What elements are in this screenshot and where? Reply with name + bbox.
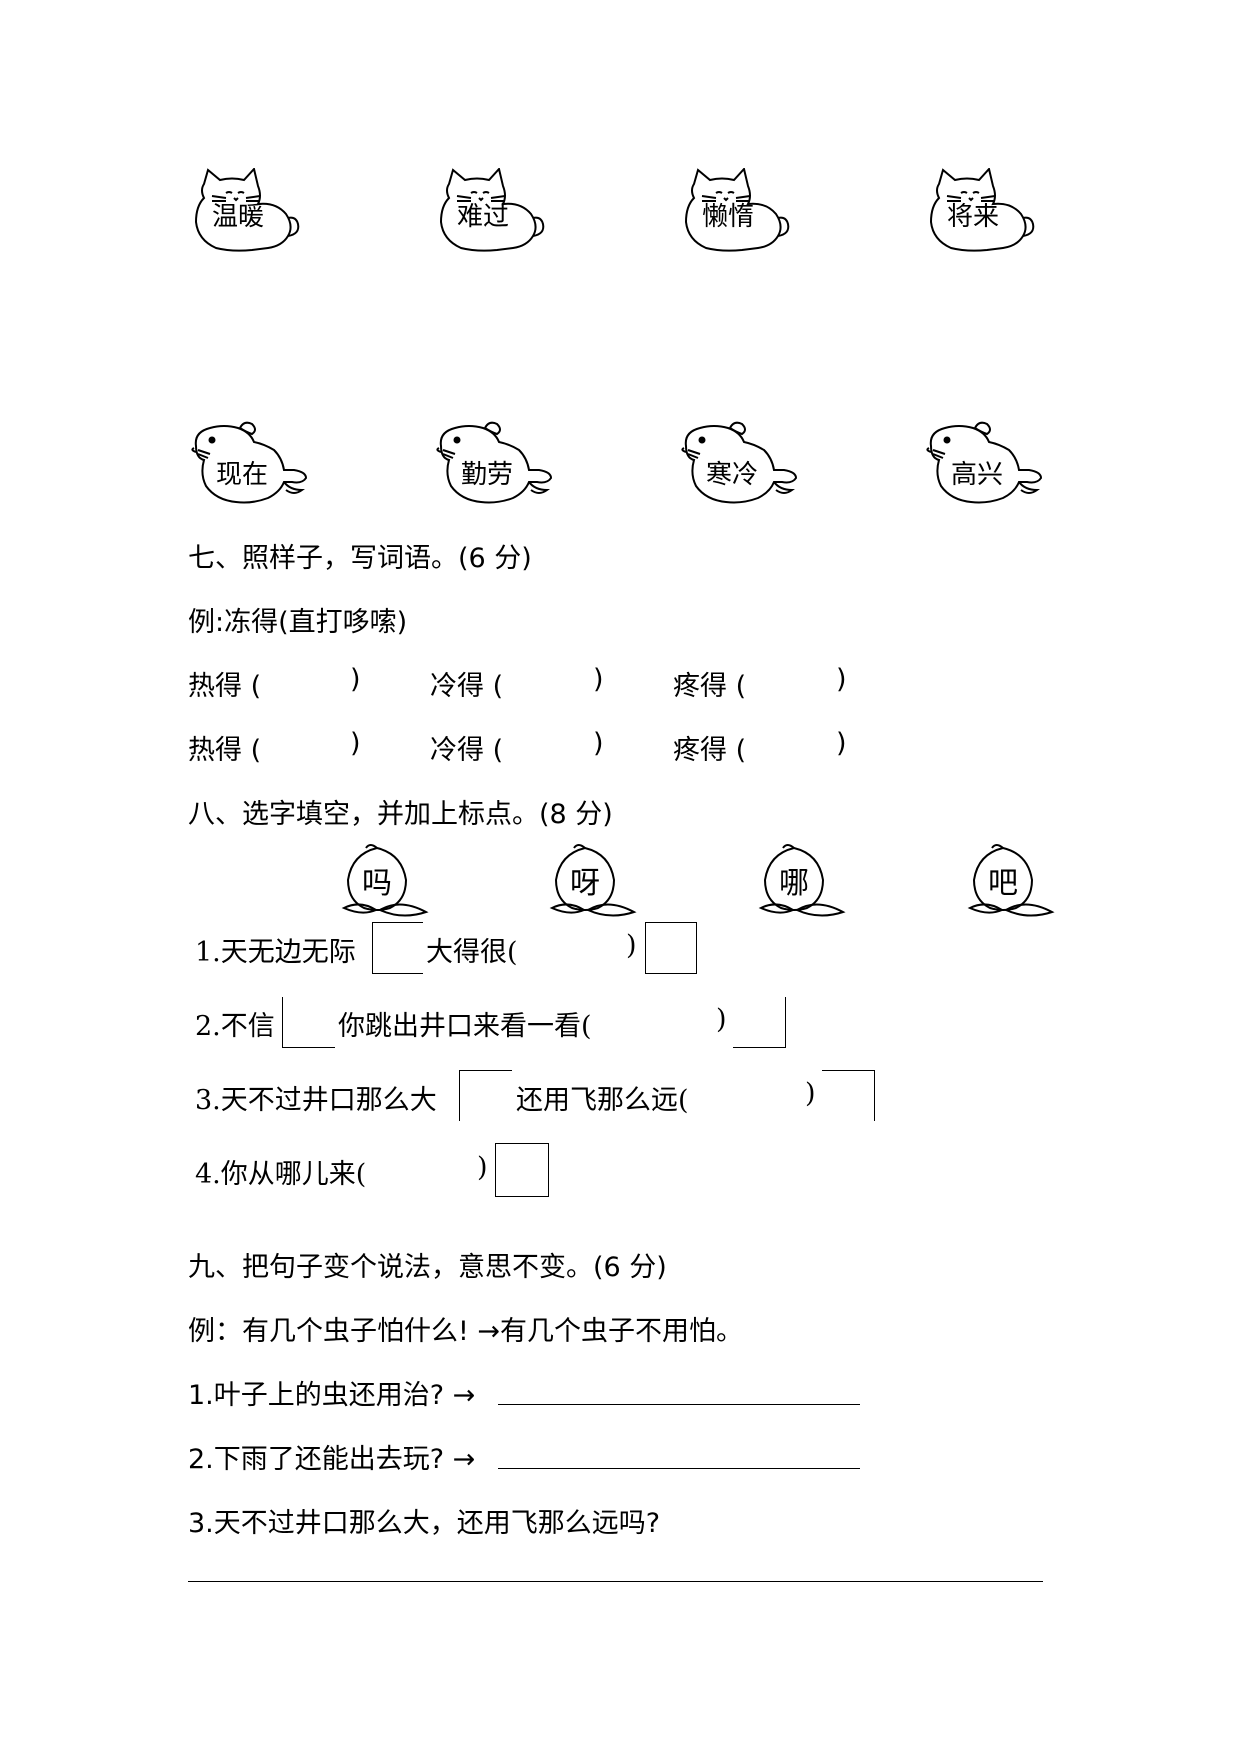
q9-title: 九、把句子变个说法，意思不变。(6 分): [188, 1252, 667, 1283]
q8-s4-close: ): [477, 1152, 488, 1183]
cat-word: 温暖: [212, 202, 265, 232]
seal-word-card: 现在: [190, 420, 308, 510]
seal-word: 高兴: [951, 460, 1004, 490]
peach-char-option: 吧: [966, 840, 1066, 930]
q8-s4-blank[interactable]: [495, 1143, 549, 1197]
q9-s2-answer-line[interactable]: [498, 1468, 860, 1469]
q7-close: ): [836, 728, 847, 759]
peach-illustration: [758, 844, 846, 917]
q7-close: ): [836, 664, 847, 695]
cat-illustration: [439, 168, 545, 252]
cat-word: 将来: [947, 202, 1000, 232]
cat-word: 难过: [457, 202, 510, 232]
peach-char-option: 哪: [757, 840, 857, 930]
q7-item-cold: 冷得 (: [430, 671, 504, 702]
peach-illustration: [341, 844, 429, 917]
peach-char: 呀: [570, 866, 600, 901]
peach-char-option: 呀: [548, 840, 648, 930]
cat-word-card: 将来: [927, 168, 1037, 258]
seal-word: 勤劳: [461, 460, 514, 490]
q8-s2-part2: 你跳出井口来看一看(: [338, 1011, 592, 1042]
q9-example: 例：有几个虫子怕什么! →有几个虫子不用怕。: [188, 1316, 744, 1347]
q8-s3-blank-2[interactable]: [822, 1070, 875, 1121]
seal-illustration: [191, 421, 308, 504]
q7-item-hot: 热得 (: [188, 735, 262, 766]
peach-char-option: 吗: [340, 840, 440, 930]
q8-s2-close: ): [716, 1004, 727, 1035]
q7-close: ): [350, 728, 361, 759]
cat-word-card: 懒惰: [682, 168, 792, 258]
q8-s2-part1: 2.不信: [195, 1011, 275, 1042]
q8-title: 八、选字填空，并加上标点。(8 分): [188, 799, 613, 830]
cat-word-card: 温暖: [192, 168, 302, 258]
q8-s1-close: ): [626, 930, 637, 961]
q8-s3-part1: 3.天不过井口那么大: [195, 1085, 437, 1116]
cat-word-card: 难过: [437, 168, 547, 258]
q8-s3-blank-1[interactable]: [459, 1070, 512, 1121]
seal-illustration: [436, 421, 553, 504]
q9-s1: 1.叶子上的虫还用治? →: [188, 1380, 476, 1411]
seal-word: 寒冷: [706, 460, 759, 490]
q7-example: 例:冻得(直打哆嗦): [188, 607, 408, 638]
q8-s1-part2: 大得很(: [426, 937, 518, 968]
q8-s1-blank-1[interactable]: [372, 922, 423, 974]
seal-word-card: 勤劳: [435, 420, 553, 510]
peach-char: 吧: [988, 866, 1018, 901]
peach-illustration: [967, 844, 1055, 917]
cat-word: 懒惰: [702, 202, 755, 232]
q7-close: ): [593, 728, 604, 759]
q7-item-cold: 冷得 (: [430, 735, 504, 766]
q8-s4-part1: 4.你从哪儿来(: [195, 1159, 367, 1190]
q8-s1-blank-2[interactable]: [645, 922, 697, 974]
q7-item-pain: 疼得 (: [673, 671, 747, 702]
seal-illustration: [926, 421, 1043, 504]
peach-char: 哪: [779, 866, 809, 901]
q9-s3: 3.天不过井口那么大，还用飞那么远吗?: [188, 1508, 661, 1539]
q7-close: ): [350, 664, 361, 695]
q7-item-pain: 疼得 (: [673, 735, 747, 766]
seal-illustration: [681, 421, 798, 504]
q9-s2: 2.下雨了还能出去玩? →: [188, 1444, 476, 1475]
q9-s3-answer-line[interactable]: [188, 1581, 1043, 1582]
seal-word-card: 高兴: [925, 420, 1043, 510]
seal-word: 现在: [216, 460, 269, 490]
q7-close: ): [593, 664, 604, 695]
q8-s3-part2: 还用飞那么远(: [516, 1085, 689, 1116]
q7-title: 七、照样子，写词语。(6 分): [188, 543, 532, 574]
cat-illustration: [684, 168, 790, 252]
seal-word-card: 寒冷: [680, 420, 798, 510]
cat-illustration: [929, 168, 1035, 252]
cat-illustration: [194, 168, 300, 252]
q8-s2-blank-2[interactable]: [733, 997, 786, 1048]
q9-s1-answer-line[interactable]: [498, 1404, 860, 1405]
q7-item-hot: 热得 (: [188, 671, 262, 702]
peach-illustration: [549, 844, 637, 917]
q8-s3-close: ): [805, 1078, 816, 1109]
peach-char: 吗: [362, 866, 392, 901]
q8-s2-blank-1[interactable]: [282, 997, 335, 1048]
q8-s1-part1: 1.天无边无际: [195, 937, 356, 968]
